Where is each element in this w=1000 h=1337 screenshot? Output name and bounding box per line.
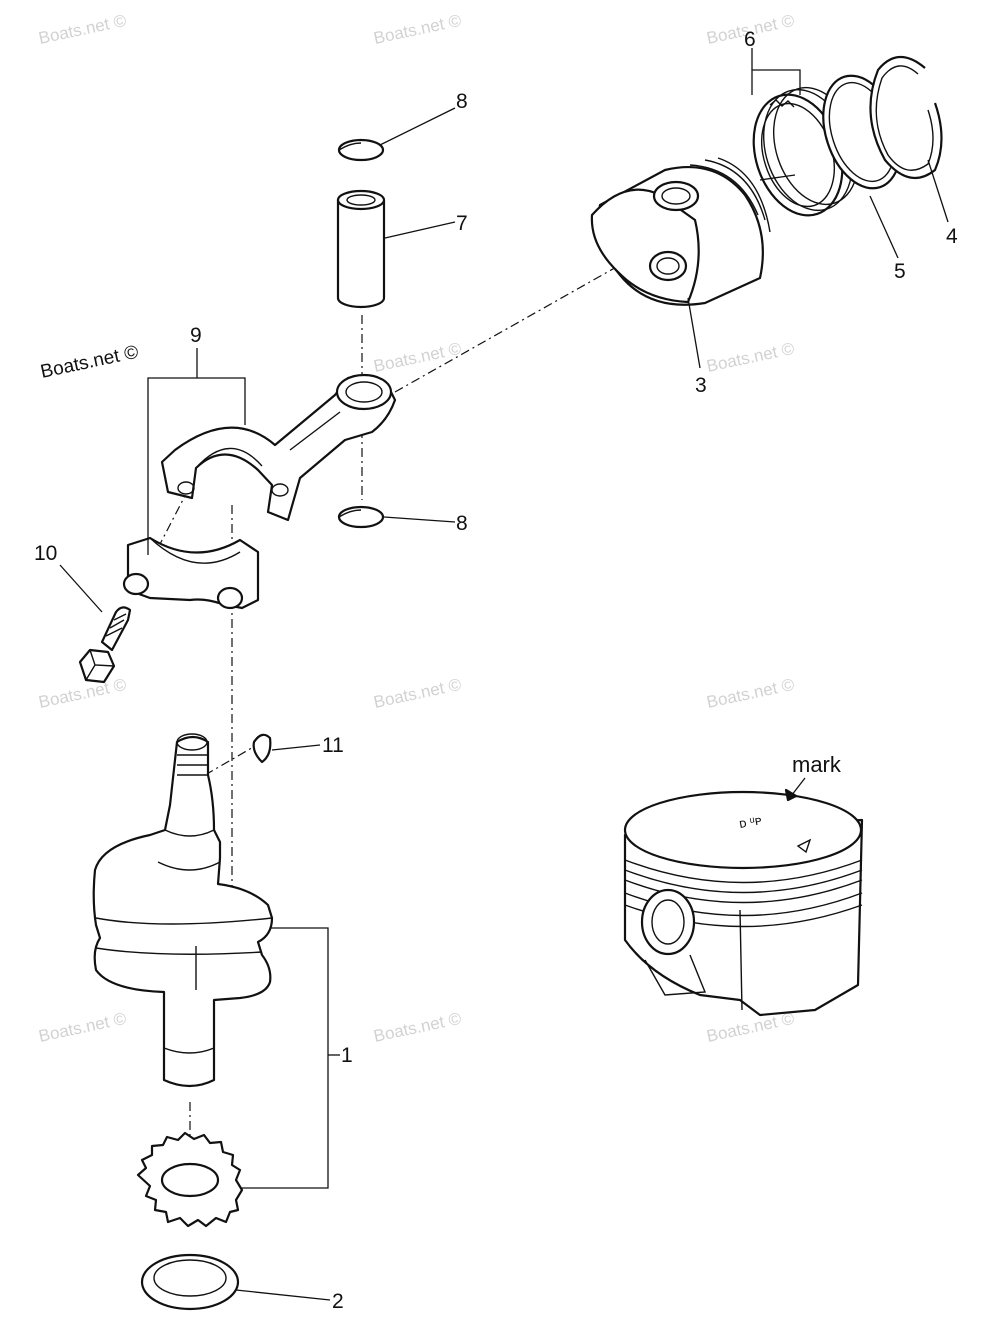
watermark: Boats.net © [705,1009,797,1046]
callout-8-bottom: 8 [456,512,468,535]
connecting-rod-cap [122,536,260,610]
callout-6: 6 [744,28,756,51]
watermark: Boats.net © [372,675,464,712]
brand-label: Boats.net © [39,342,141,383]
watermark: Boats.net © [372,11,464,48]
assembly-centerlines [157,247,651,1160]
piston-pin [336,189,386,309]
leader-lines [59,48,949,1301]
timing-gear [136,1131,244,1228]
watermark: Boats.net © [37,1009,129,1046]
piston [590,157,771,306]
callout-5: 5 [894,260,906,283]
piston-detail: ᴅ ᵘᴘ [623,790,864,1017]
callout-2: 2 [332,1290,344,1313]
callout-11: 11 [322,734,344,757]
thrust-washer [140,1253,240,1311]
callout-9: 9 [190,324,202,347]
callout-8-top: 8 [456,90,468,113]
top-ring [869,55,943,180]
mark-label: mark [792,752,842,777]
callout-7: 7 [456,212,468,235]
woodruff-key [252,733,272,764]
circlip-bottom [337,505,385,529]
watermark: Boats.net © [372,339,464,376]
crankshaft [92,733,274,1088]
connecting-rod [160,373,397,522]
svg-text:ᴅ ᵘᴘ: ᴅ ᵘᴘ [738,812,763,831]
circlip-top [337,138,385,162]
callout-labels: 8 7 8 9 10 11 3 6 5 4 1 2 mark [34,28,958,1313]
callout-3: 3 [695,374,707,397]
watermark: Boats.net © [37,11,129,48]
watermark: Boats.net © [705,675,797,712]
watermark: Boats.net © [37,675,129,712]
watermark: Boats.net © [705,339,797,376]
watermark: Boats.net © [372,1009,464,1046]
callout-4: 4 [946,225,958,248]
callout-10: 10 [34,542,57,565]
callout-1: 1 [341,1044,353,1067]
rod-bolt [78,606,132,684]
